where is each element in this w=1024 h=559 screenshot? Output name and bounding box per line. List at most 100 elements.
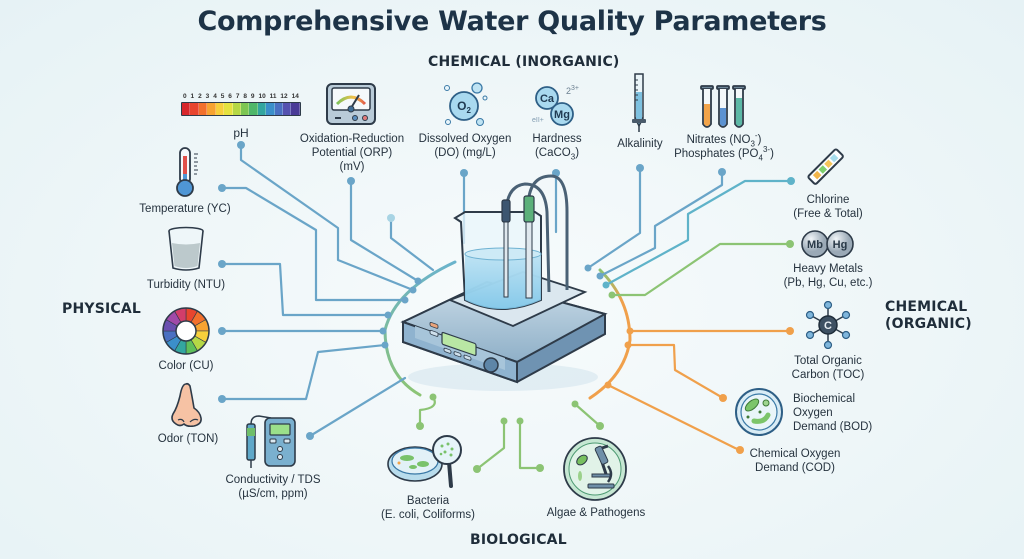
ph-tick: 9 bbox=[250, 93, 255, 100]
ph-tick: 3 bbox=[205, 93, 210, 100]
label-conductivity-line2: (µS/cm, ppm) bbox=[238, 488, 308, 500]
ph-tick: 11 bbox=[269, 93, 277, 100]
phosphates-sub: 4 bbox=[758, 153, 763, 163]
ph-segment bbox=[291, 103, 300, 115]
label-nitrates: Nitrates (NO3-) bbox=[665, 131, 783, 149]
test-tubes-icon bbox=[700, 85, 746, 128]
label-toc: Total Organic Carbon (TOC) bbox=[780, 354, 876, 382]
label-heavy-metals-line2: (Pb, Hg, Cu, etc.) bbox=[783, 277, 873, 289]
ph-segment bbox=[240, 103, 250, 115]
label-phosphates: Phosphates (PO43-) bbox=[665, 145, 783, 163]
label-cod-line1: Chemical Oxygen bbox=[749, 448, 841, 460]
label-orp-line1: Oxidation-Reduction bbox=[299, 133, 405, 145]
ph-segment bbox=[283, 103, 292, 115]
label-cod-line2: Demand (COD) bbox=[755, 462, 835, 474]
svg-text:Mb: Mb bbox=[807, 239, 823, 251]
phosphates-suffix: ) bbox=[770, 148, 774, 160]
label-alkalinity: Alkalinity bbox=[617, 138, 663, 150]
label-bacteria-line1: Bacteria bbox=[406, 495, 450, 507]
label-ph: pH bbox=[233, 126, 249, 140]
svg-text:Mg: Mg bbox=[554, 109, 570, 121]
ph-tick: 7 bbox=[235, 93, 240, 100]
label-hardness-line2: (CaCO3) bbox=[520, 146, 594, 162]
test-strip-icon bbox=[807, 148, 844, 185]
label-bacteria: Bacteria (E. coli, Coliforms) bbox=[368, 494, 488, 522]
carbon-molecule-icon: C bbox=[805, 301, 851, 349]
ph-tick: 4 bbox=[213, 93, 217, 100]
ph-tick: 8 bbox=[243, 93, 247, 100]
label-heavy-metals-line1: Heavy Metals bbox=[793, 263, 863, 275]
conductivity-meter-icon bbox=[246, 415, 296, 468]
category-biological: BIOLOGICAL bbox=[470, 532, 567, 548]
ph-segment bbox=[207, 103, 216, 115]
nitrates-sub: 3 bbox=[750, 139, 755, 149]
phosphates-prefix: Phosphates (PO bbox=[674, 148, 759, 160]
thermometer-icon bbox=[176, 147, 198, 197]
category-physical: PHYSICAL bbox=[62, 301, 142, 317]
label-chlorine: Chlorine (Free & Total) bbox=[780, 193, 876, 221]
oxygen-bubbles-icon: O2 bbox=[444, 82, 488, 126]
petri-microbes-icon bbox=[735, 388, 783, 436]
svg-text:C: C bbox=[824, 320, 832, 332]
ph-segment bbox=[215, 103, 225, 115]
ph-tick: 12 bbox=[280, 93, 288, 100]
nitrates-prefix: Nitrates (NO bbox=[686, 134, 751, 146]
label-color: Color (CU) bbox=[158, 360, 214, 372]
ph-segment bbox=[266, 103, 275, 115]
microscope-icon bbox=[563, 437, 627, 501]
category-chemical-organic-line2: (ORGANIC) bbox=[885, 316, 972, 332]
label-algae-pathogens: Algae & Pathogens bbox=[546, 507, 646, 519]
label-orp: Oxidation-Reduction Potential (ORP) (mV) bbox=[296, 132, 408, 174]
nose-icon bbox=[171, 382, 202, 428]
ph-segment bbox=[190, 103, 199, 115]
label-bacteria-line2: (E. coli, Coliforms) bbox=[381, 509, 475, 521]
ph-tick: 0 bbox=[183, 93, 187, 100]
ph-segment bbox=[198, 103, 208, 115]
label-toc-line2: Carbon (TOC) bbox=[791, 369, 865, 381]
label-turbidity: Turbidity (NTU) bbox=[146, 279, 226, 291]
label-conductivity-line1: Conductivity / TDS bbox=[225, 474, 321, 486]
ph-scale-bar bbox=[181, 102, 301, 116]
hardness-formula-prefix: (CaCO bbox=[534, 147, 571, 159]
color-wheel-icon bbox=[162, 307, 210, 355]
label-dissolved-oxygen: Dissolved Oxygen (DO) (mg/L) bbox=[415, 132, 515, 160]
label-temperature: Temperature (YC) bbox=[139, 203, 231, 215]
label-bod-line3: Demand (BOD) bbox=[793, 421, 873, 433]
ph-segment bbox=[274, 103, 284, 115]
ph-segment bbox=[232, 103, 241, 115]
label-toc-line1: Total Organic bbox=[794, 355, 862, 367]
ph-segment bbox=[249, 103, 258, 115]
ph-tick: 14 bbox=[291, 93, 299, 100]
ca-mg-ions-icon: Ca Mg 23+ eII+ bbox=[532, 85, 579, 126]
page-title: Comprehensive Water Quality Parameters bbox=[197, 6, 827, 37]
label-chlorine-line1: Chlorine bbox=[806, 194, 850, 206]
label-bod-line1: Biochemical bbox=[793, 393, 855, 405]
label-chlorine-line2: (Free & Total) bbox=[793, 208, 863, 220]
ph-segment bbox=[182, 103, 191, 115]
ph-tick: 10 bbox=[258, 93, 266, 100]
ph-tick: 5 bbox=[220, 93, 225, 100]
ph-tick: 6 bbox=[228, 93, 232, 100]
phosphates-sup: 3- bbox=[762, 145, 771, 155]
label-orp-line2: Potential (ORP) bbox=[311, 147, 393, 159]
label-do-line1: Dissolved Oxygen bbox=[418, 133, 512, 145]
label-nitrates-phosphates: Nitrates (NO3-) Phosphates (PO43-) bbox=[665, 131, 783, 163]
category-chemical-organic: CHEMICAL (ORGANIC) bbox=[885, 299, 972, 333]
svg-text:eII+: eII+ bbox=[532, 117, 544, 124]
label-orp-line3: (mV) bbox=[339, 161, 365, 173]
hardness-formula-suffix: ) bbox=[575, 147, 580, 159]
nitrates-suffix: ) bbox=[757, 134, 762, 146]
label-heavy-metals: Heavy Metals (Pb, Hg, Cu, etc.) bbox=[770, 262, 886, 290]
nitrates-sup: - bbox=[754, 131, 758, 141]
ph-tick: 1 bbox=[190, 93, 195, 100]
burette-icon bbox=[632, 73, 646, 132]
gauge-meter-icon bbox=[326, 83, 376, 125]
label-conductivity: Conductivity / TDS (µS/cm, ppm) bbox=[218, 473, 328, 501]
svg-text:23+: 23+ bbox=[566, 85, 579, 96]
metal-spheres-icon: Mb Hg bbox=[801, 230, 854, 258]
hardness-formula-sub: 3 bbox=[570, 152, 576, 162]
